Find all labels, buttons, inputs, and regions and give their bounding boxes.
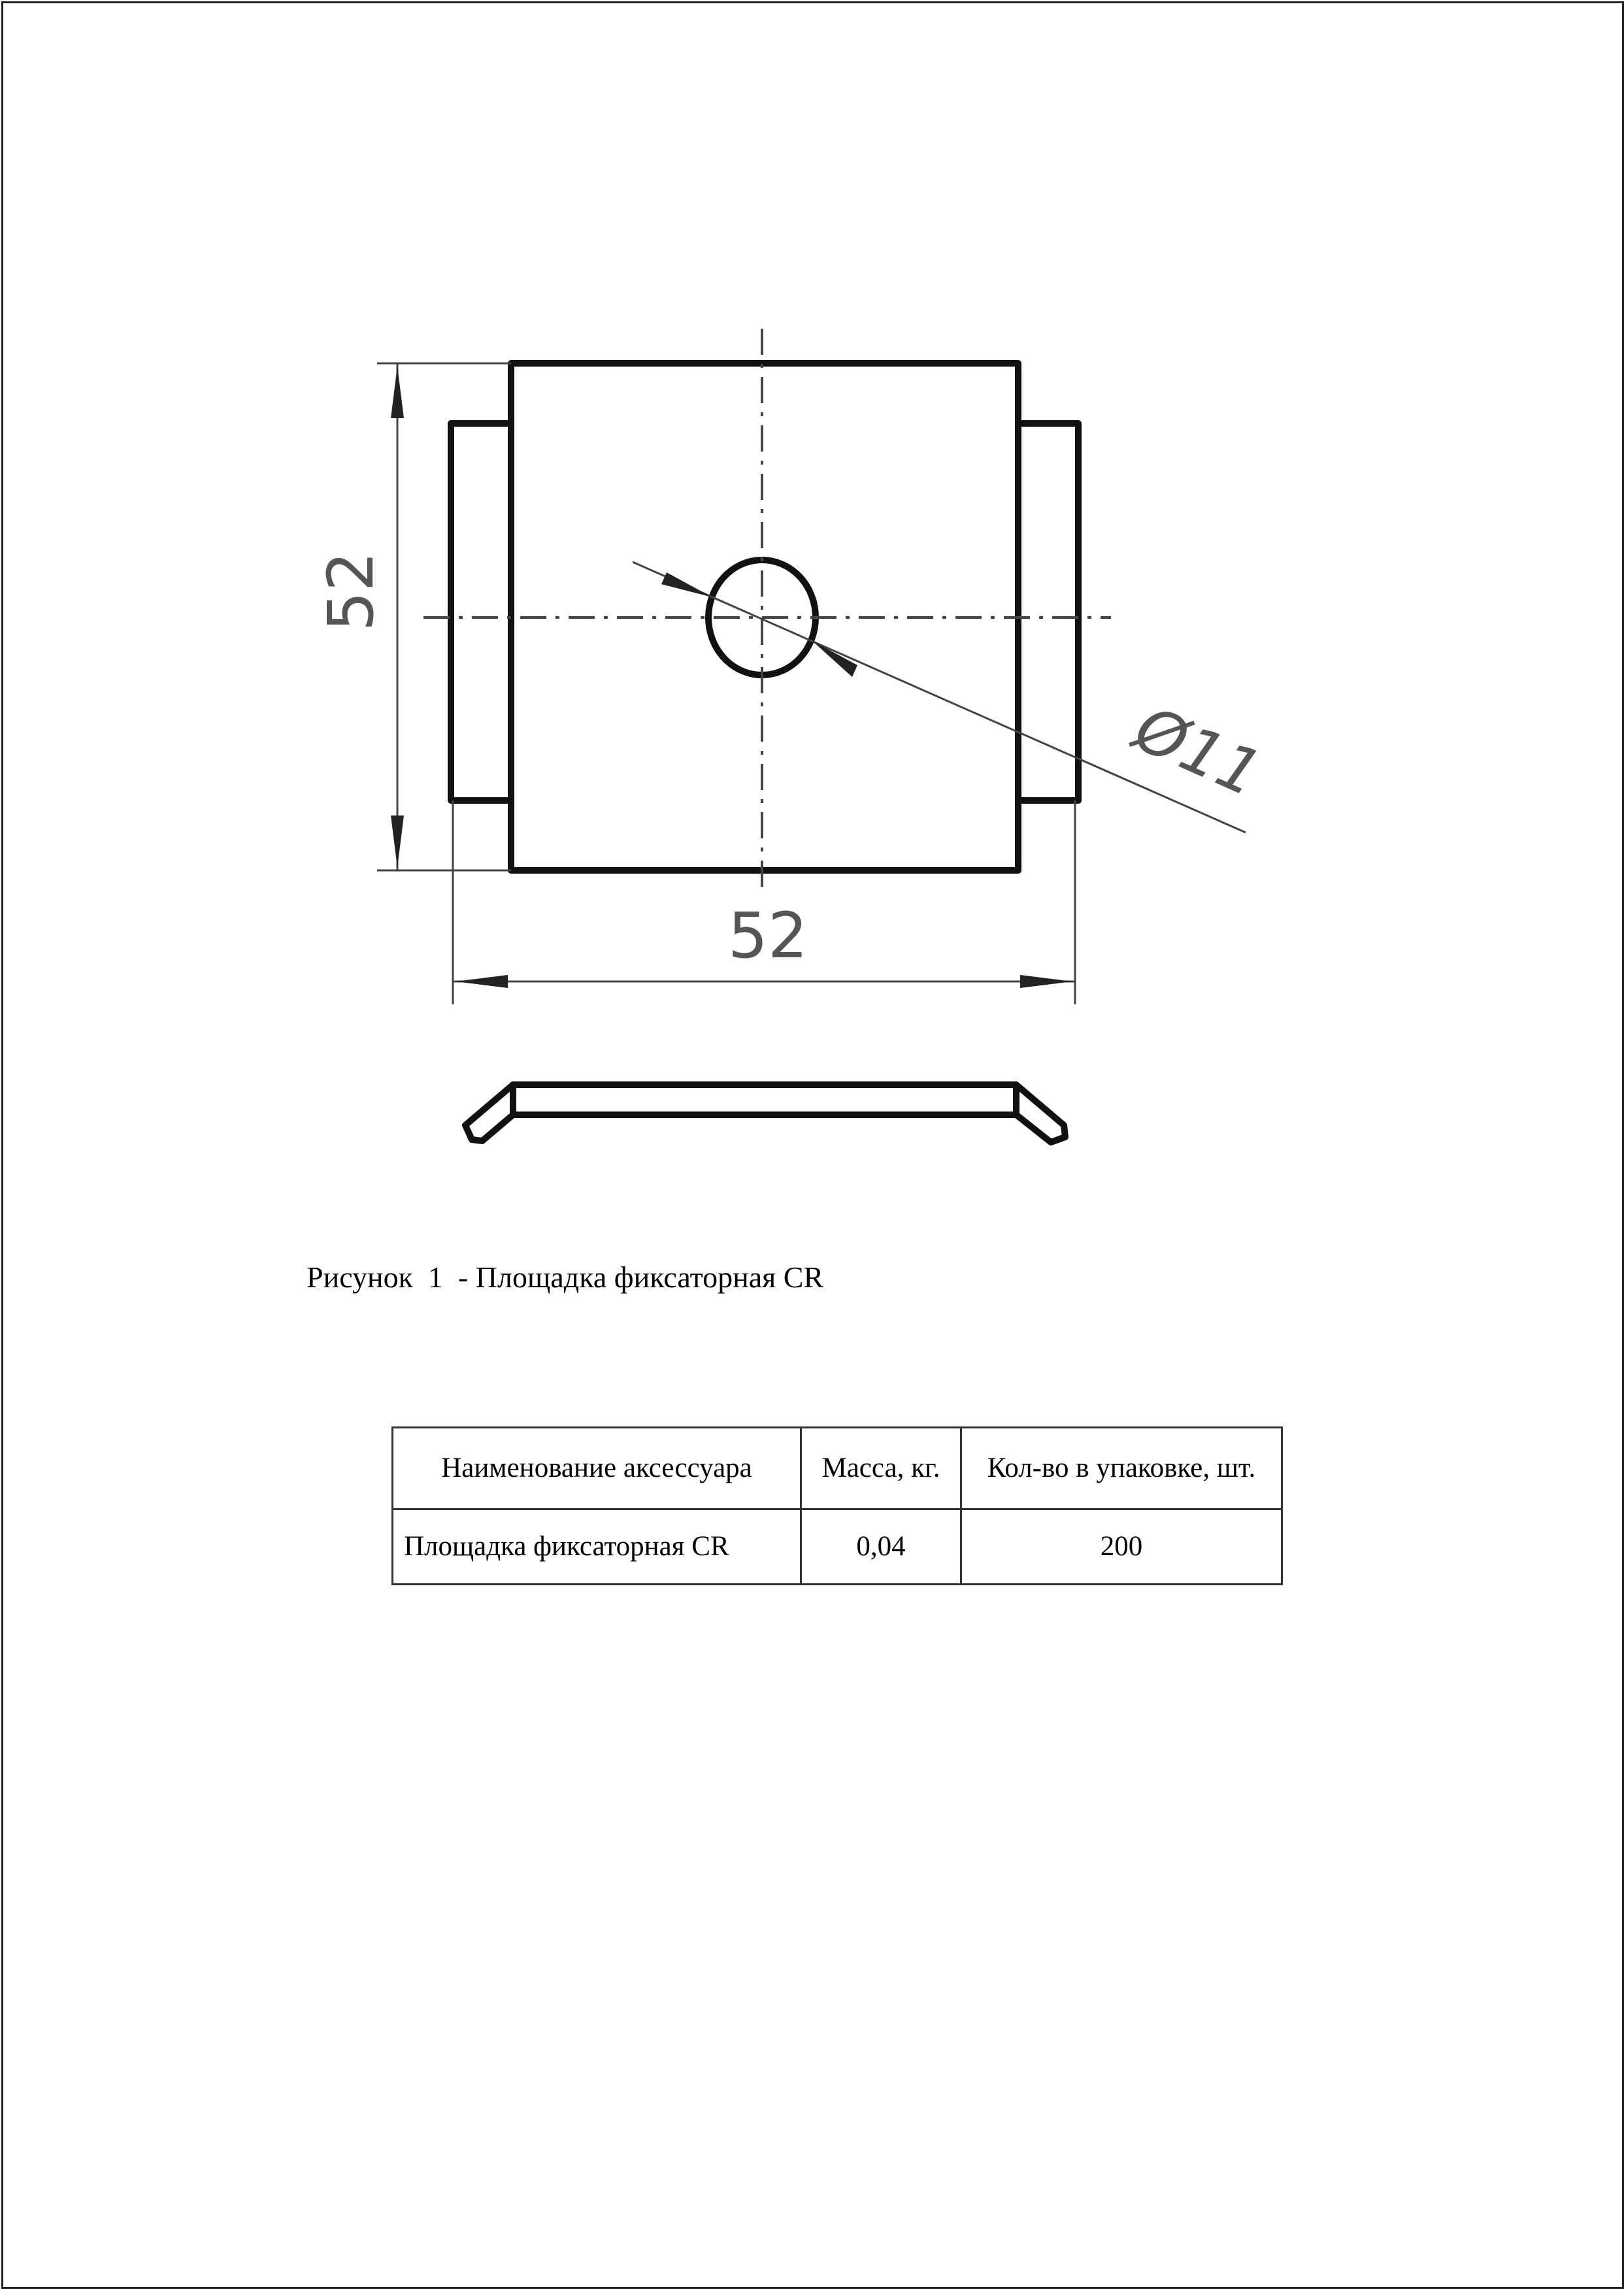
header-qty: Кол-во в упаковке, шт. xyxy=(960,1426,1283,1510)
arrow-icon xyxy=(391,815,404,868)
arrow-icon xyxy=(456,975,508,988)
table-header-row: Наименование аксессуара Масса, кг. Кол-в… xyxy=(391,1426,1283,1510)
arrow-icon xyxy=(661,572,712,597)
cell-mass: 0,04 xyxy=(800,1508,962,1585)
right-tab xyxy=(1015,420,1082,804)
cell-qty: 200 xyxy=(960,1508,1283,1585)
diameter-dimension-label: Ø11 xyxy=(1122,691,1272,811)
left-tab xyxy=(448,420,514,804)
header-name: Наименование аксессуара xyxy=(391,1426,802,1510)
width-dimension-label: 52 xyxy=(728,899,808,972)
cell-name: Площадка фиксаторная CR xyxy=(391,1508,802,1585)
accessory-spec-table: Наименование аксессуара Масса, кг. Кол-в… xyxy=(391,1426,1283,1585)
center-lines xyxy=(423,329,1111,892)
table-row: Площадка фиксаторная CR 0,04 200 xyxy=(391,1508,1283,1585)
height-dimension-label: 52 xyxy=(314,552,388,631)
arrow-icon xyxy=(812,640,857,677)
figure-caption: Рисунок 1 - Площадка фиксаторная CR xyxy=(307,1260,824,1294)
arrow-icon xyxy=(1020,975,1072,988)
header-mass: Масса, кг. xyxy=(800,1426,962,1510)
dimension-lines xyxy=(377,362,1246,1004)
plate-side-view xyxy=(462,1081,1069,1145)
arrow-icon xyxy=(391,366,404,418)
